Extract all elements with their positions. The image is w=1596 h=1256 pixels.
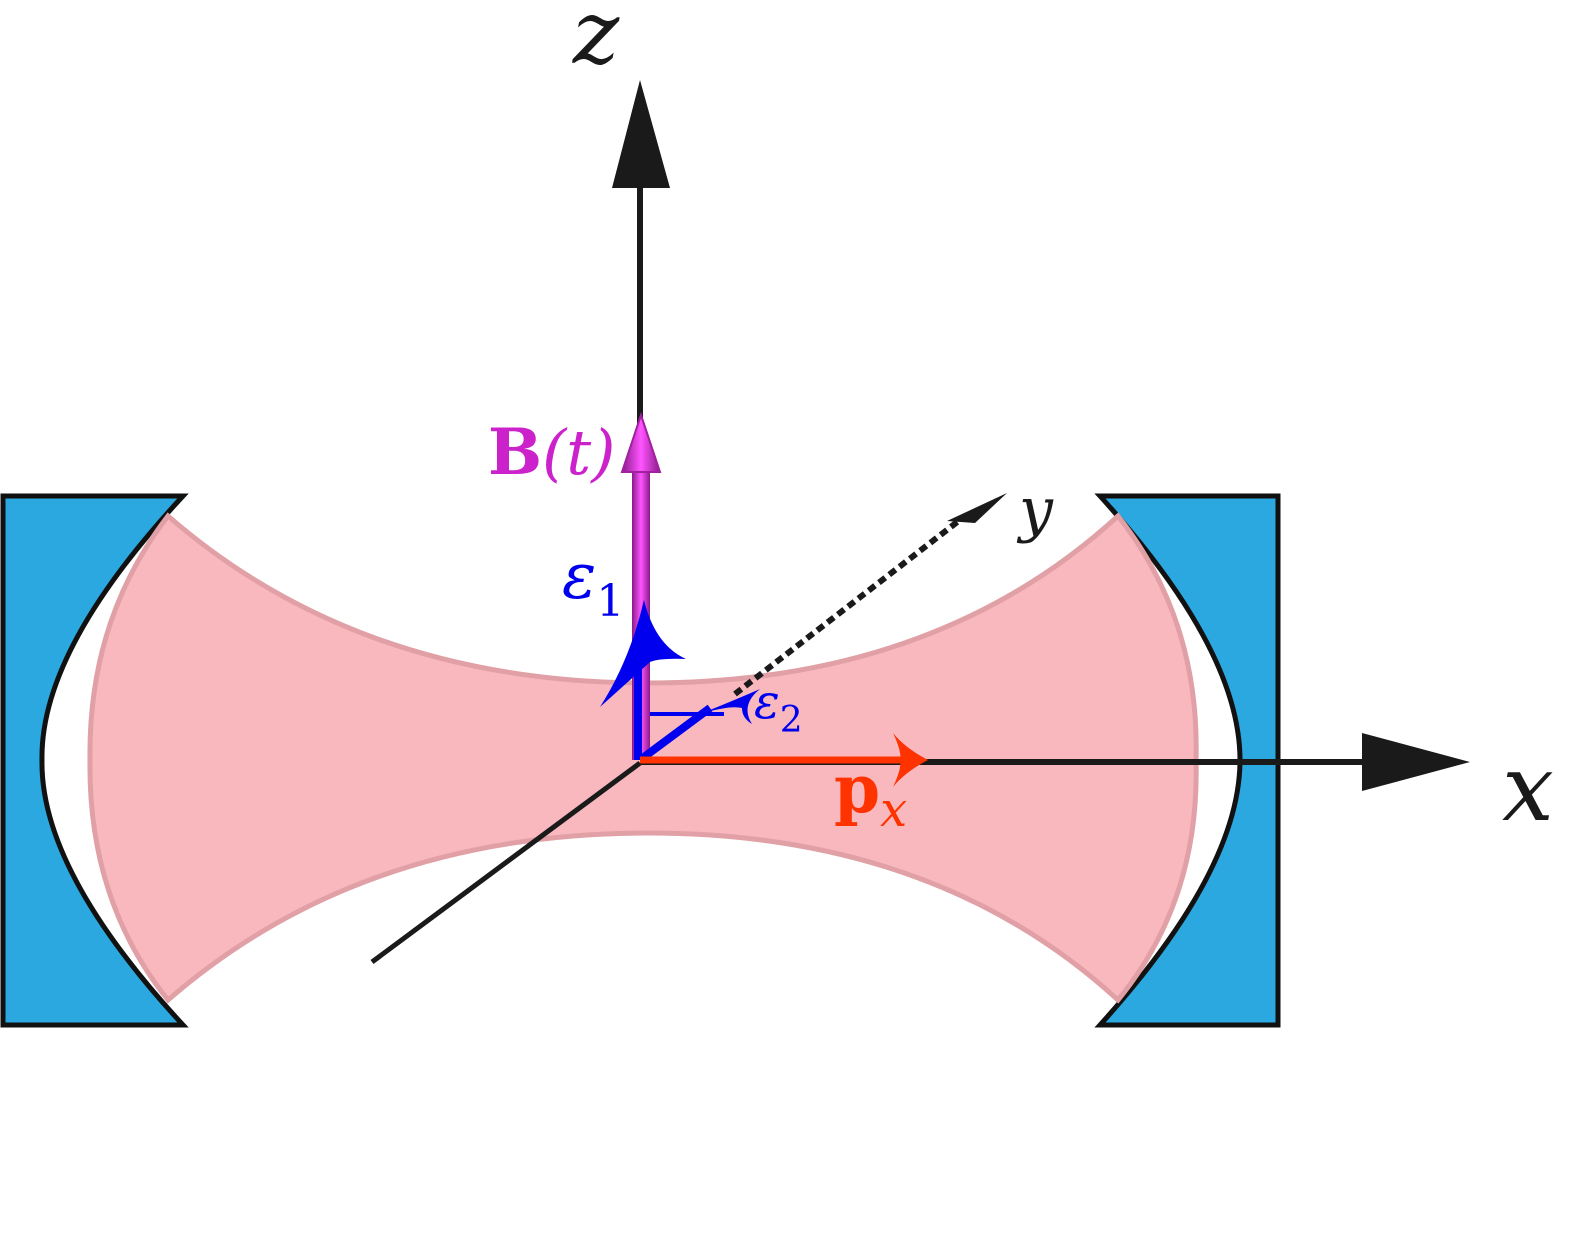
- pol2-vector-shaft: [637, 704, 713, 764]
- z-axis-label: z: [572, 0, 620, 84]
- y-axis-arrowhead: [947, 493, 1007, 523]
- y-axis-label: y: [1016, 475, 1054, 545]
- momentum-label: px: [834, 750, 907, 838]
- momentum-vector-head: [893, 733, 928, 787]
- pol1-vector-head: [600, 600, 686, 707]
- z-axis-arrowhead: [612, 80, 670, 188]
- left-mirror: [0, 493, 189, 1028]
- x-axis-label: x: [1502, 735, 1554, 842]
- pol2-vector-head: [700, 689, 760, 724]
- field-vector-head: [620, 411, 662, 473]
- pol2-label: ε2: [754, 674, 803, 741]
- pol1-label: ε1: [562, 540, 624, 627]
- depth-axis-line: [370, 760, 642, 965]
- field-label: B(t): [488, 415, 615, 490]
- y-axis-line: [733, 513, 967, 697]
- x-axis-arrowhead: [1362, 733, 1470, 791]
